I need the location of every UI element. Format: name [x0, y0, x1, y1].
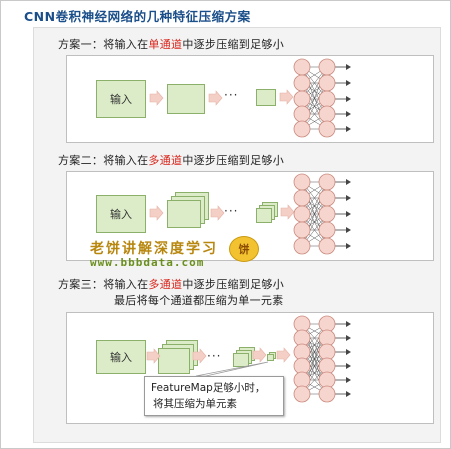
scheme3-network-output-arrowhead	[346, 391, 351, 397]
scheme1-network-input-neuron	[293, 74, 311, 92]
scheme1-arrow-1	[149, 90, 164, 106]
scheme2-network-output-neuron	[318, 221, 336, 239]
scheme2-network-output-neuron	[318, 237, 336, 255]
scheme3-caption: 方案三：将输入在多通道中逐步压缩到足够小	[58, 276, 284, 292]
scheme2-caption-prefix: 方案二：将输入在	[58, 154, 149, 167]
scheme2-arrow-3	[280, 204, 295, 220]
scheme3-arrow-2	[192, 348, 207, 364]
scheme3-caption-prefix: 方案三：将输入在	[58, 278, 149, 291]
scheme2-caption-suffix: 中逐步压缩到足够小	[182, 154, 285, 167]
scheme3-input-box: 输入	[96, 340, 146, 374]
scheme2-network-input-neuron	[293, 221, 311, 239]
scheme1-network-output-neuron	[318, 120, 336, 138]
scheme2-network-edge	[301, 181, 328, 231]
scheme1-network-output-arrowhead	[346, 111, 351, 117]
watermark-badge: 饼	[229, 236, 259, 262]
scheme1-arrow-2	[208, 90, 223, 106]
scheme2-network-output-neuron	[318, 205, 336, 223]
scheme2-network-output-arrowhead	[346, 179, 351, 185]
scheme2-arrow-1	[149, 205, 164, 221]
figure-title: CNN卷积神经网络的几种特征压缩方案	[24, 9, 251, 24]
scheme1-caption-prefix: 方案一：将输入在	[58, 38, 149, 51]
scheme1-feature-map	[167, 84, 205, 114]
scheme1-network-input-neuron	[293, 90, 311, 108]
watermark-title: 老饼讲解深度学习	[90, 241, 218, 257]
scheme1-network-output-neuron	[318, 74, 336, 92]
scheme3-note-callout: FeatureMap足够小时， 将其压缩为单元素	[144, 376, 284, 416]
scheme3-caption-suffix: 中逐步压缩到足够小	[182, 278, 285, 291]
scheme3-ellipsis: ···	[207, 349, 222, 363]
scheme1-network-edge	[301, 82, 328, 130]
scheme3-network-output-arrowhead	[346, 377, 351, 383]
scheme1-network-input-neuron	[293, 58, 311, 76]
scheme3-network-input-neuron	[293, 385, 311, 403]
scheme3-network-output-arrowhead	[346, 363, 351, 369]
scheme3-note-line2: 将其压缩为单元素	[153, 398, 237, 410]
scheme1-network-output-neuron	[318, 90, 336, 108]
scheme1-network-output-arrowhead	[346, 96, 351, 102]
scheme1-network-input-neuron	[293, 120, 311, 138]
scheme2-caption-highlight: 多通道	[148, 154, 183, 167]
scheme3-note-pointer	[195, 361, 269, 377]
scheme2-arrow-2	[210, 205, 225, 221]
scheme1-caption-suffix: 中逐步压缩到足够小	[182, 38, 285, 51]
scheme3-note-line1: FeatureMap足够小时，	[151, 382, 266, 394]
scheme2-network-input-neuron	[293, 205, 311, 223]
scheme3-caption-line2: 最后将每个通道都压缩为单一元素	[114, 294, 284, 307]
scheme2-caption: 方案二：将输入在多通道中逐步压缩到足够小	[58, 152, 284, 168]
scheme2-feature-map-front	[167, 200, 201, 228]
scheme1-caption-highlight: 单通道	[148, 38, 183, 51]
scheme1-small-feature-map	[256, 89, 276, 106]
scheme3-arrow-4	[276, 347, 291, 363]
scheme3-network-output-arrowhead	[346, 335, 351, 341]
scheme1-ellipsis: ···	[224, 88, 239, 102]
scheme2-input-box: 输入	[96, 195, 146, 233]
scheme3-arrow-1	[146, 348, 161, 364]
scheme1-network-output-arrowhead	[346, 126, 351, 132]
scheme1-caption: 方案一：将输入在单通道中逐步压缩到足够小	[58, 36, 284, 52]
scheme2-network-output-arrowhead	[346, 227, 351, 233]
scheme2-network-input-neuron	[293, 189, 311, 207]
scheme1-input-box: 输入	[96, 80, 146, 118]
scheme3-network-output-neuron	[318, 385, 336, 403]
scheme3-arrow-3	[252, 347, 267, 363]
scheme2-network-output-arrowhead	[346, 211, 351, 217]
scheme2-network-output-neuron	[318, 173, 336, 191]
scheme2-network-edge	[301, 197, 328, 247]
scheme1-network-output-neuron	[318, 105, 336, 123]
scheme1-network-output-arrowhead	[346, 64, 351, 70]
scheme2-network-input-neuron	[293, 173, 311, 191]
scheme3-network-output-arrowhead	[346, 349, 351, 355]
scheme2-network-output-arrowhead	[346, 243, 351, 249]
scheme3-feature-map-front	[158, 348, 190, 374]
scheme3-network-output-arrowhead	[346, 321, 351, 327]
scheme1-network-output-neuron	[318, 58, 336, 76]
scheme2-network-output-neuron	[318, 189, 336, 207]
scheme1-arrow-3	[279, 89, 294, 105]
scheme2-network-input-neuron	[293, 237, 311, 255]
scheme3-small-map-front	[233, 353, 249, 367]
scheme2-ellipsis: ···	[224, 204, 239, 218]
scheme2-network-output-arrowhead	[346, 195, 351, 201]
scheme3-caption-highlight: 多通道	[148, 278, 183, 291]
scheme3-element-front	[267, 354, 274, 361]
scheme1-network-output-arrowhead	[346, 80, 351, 86]
watermark-url: www.bbbdata.com	[90, 256, 205, 269]
scheme1-network-input-neuron	[293, 105, 311, 123]
scheme2-small-map-front	[256, 208, 272, 223]
